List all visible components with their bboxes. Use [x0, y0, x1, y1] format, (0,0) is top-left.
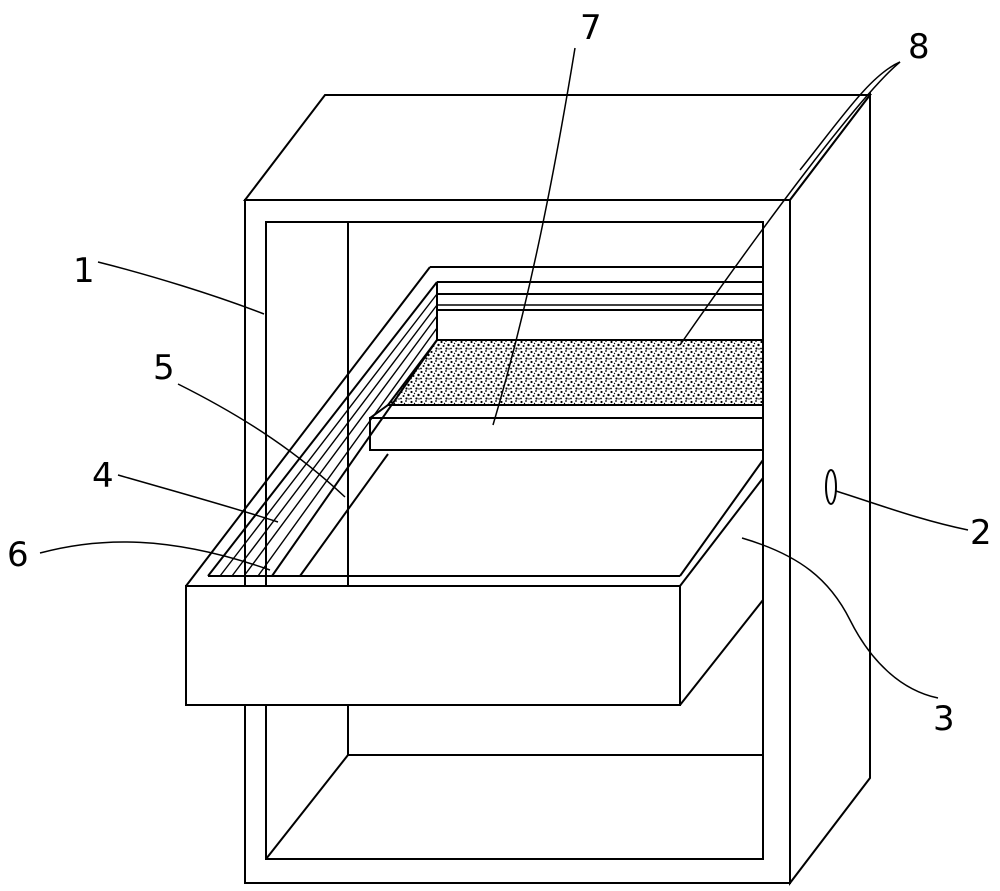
- label-2: 2: [970, 513, 992, 553]
- leader-3: [741, 537, 939, 699]
- leader-8a: [799, 61, 901, 171]
- cabinet-body: [242, 92, 873, 886]
- drawer-front-panel: [185, 585, 681, 706]
- leader-2: [835, 490, 969, 531]
- speckle-texture: [385, 339, 764, 406]
- drawer-left-wall: [185, 266, 438, 587]
- leader-6: [39, 541, 271, 571]
- label-8: 8: [908, 27, 930, 67]
- inner-floor-diagonal: [265, 754, 349, 860]
- label-7: 7: [580, 8, 602, 48]
- leader-1: [97, 261, 265, 315]
- reference-numerals: 1 2 3 4 5 6 7 8: [7, 8, 992, 739]
- back-rails: [430, 266, 763, 340]
- label-6: 6: [7, 535, 29, 575]
- drawer-right-wall: [208, 449, 764, 706]
- label-5: 5: [153, 348, 175, 388]
- cabinet-opening: [265, 221, 764, 860]
- leader-lines: [39, 47, 969, 699]
- leader-7: [492, 47, 576, 426]
- label-3: 3: [933, 699, 955, 739]
- label-1: 1: [73, 251, 95, 291]
- leader-4: [117, 474, 279, 523]
- leader-5: [177, 383, 346, 498]
- label-4: 4: [92, 456, 114, 496]
- keyhole-icon: [825, 469, 837, 505]
- leader-8b: [679, 61, 901, 346]
